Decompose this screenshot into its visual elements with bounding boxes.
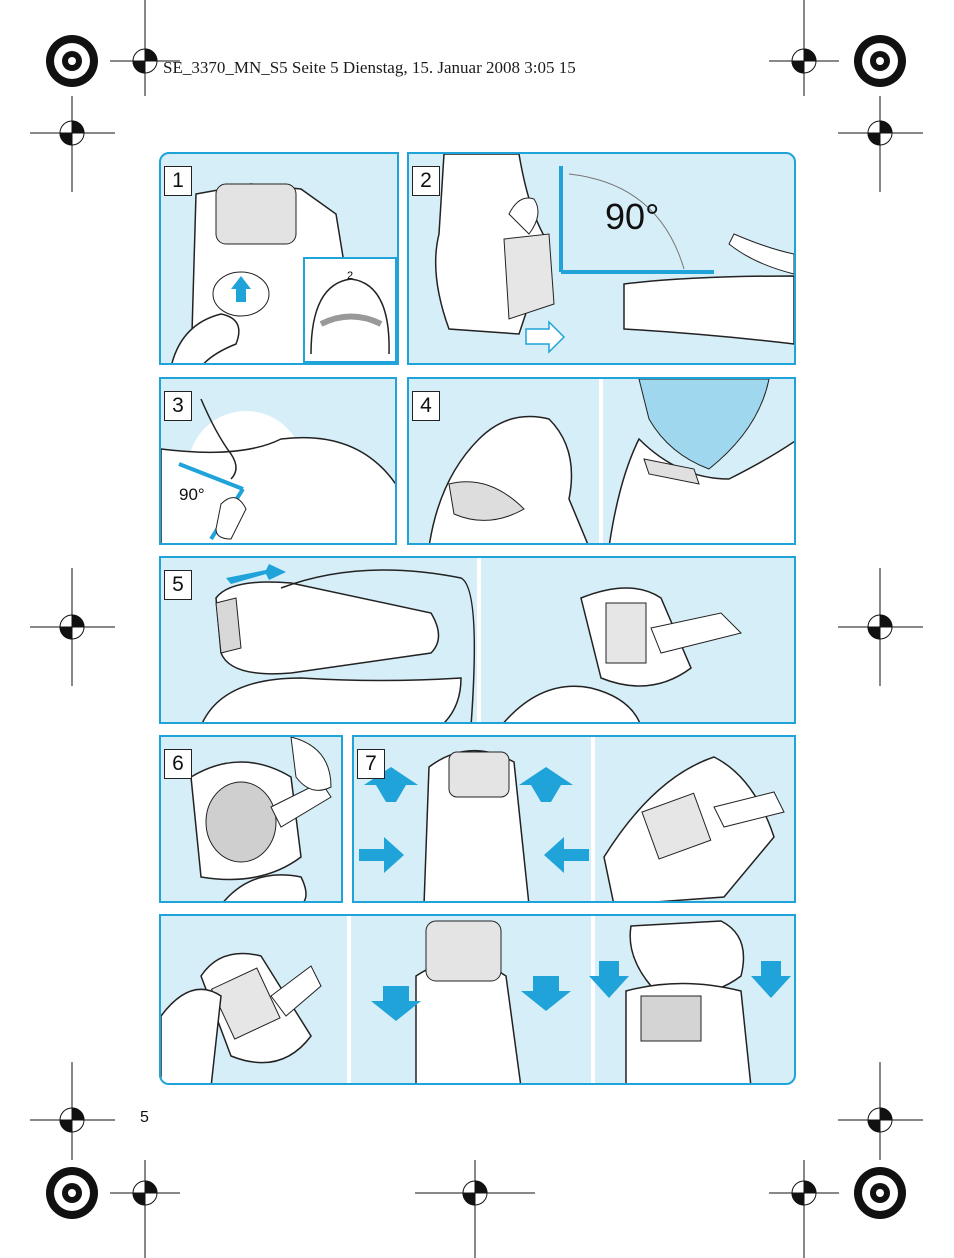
leg-epilation-illustration [161, 398, 395, 543]
face-and-bikini-illustration [409, 379, 794, 543]
crosshair-icon [769, 0, 839, 96]
angle-application-illustration [434, 154, 794, 354]
figure-5: 5 [159, 556, 796, 724]
star-wheel-icon [854, 1167, 906, 1219]
figure-8 [159, 914, 796, 1085]
crosshair-icon [838, 568, 923, 686]
figure-7: 7 [352, 735, 796, 903]
crosshair-icon [415, 1160, 535, 1258]
crosshair-icon [838, 96, 923, 192]
crosshair-icon [110, 1160, 180, 1258]
figure-6: 6 [159, 735, 343, 903]
star-wheel-icon [46, 35, 98, 87]
star-wheel-icon [854, 35, 906, 87]
figure-1: 2 1 [159, 152, 399, 365]
figure-number: 4 [412, 391, 440, 421]
crosshair-icon [30, 568, 115, 686]
figure-number: 3 [164, 391, 192, 421]
epilator-switch-illustration: 2 [171, 183, 397, 363]
page-number: 5 [140, 1109, 149, 1126]
crosshair-icon [769, 1160, 839, 1258]
crosshair-icon [110, 0, 180, 96]
figure-number: 2 [412, 166, 440, 196]
figure-number: 7 [357, 749, 385, 779]
figure-number: 1 [164, 166, 192, 196]
head-reattach-illustration [161, 916, 791, 1083]
running-head: SE_3370_MN_S5 Seite 5 Dienstag, 15. Janu… [163, 58, 576, 77]
star-wheel-icon [46, 1167, 98, 1219]
cap-removal-and-cleaning-illustration [202, 558, 742, 722]
crosshair-icon [30, 1062, 115, 1160]
brush-cleaning-illustration [190, 737, 332, 901]
crosshair-icon [30, 96, 115, 192]
figure-number: 6 [164, 749, 192, 779]
figure-4: 4 [407, 377, 796, 545]
angle-label: 90° [605, 196, 660, 237]
inset-dial-label: 2 [347, 270, 353, 282]
figure-3: 3 90° [159, 377, 397, 545]
figure-number: 5 [164, 570, 192, 600]
crosshair-icon [838, 1062, 923, 1160]
head-removal-illustration [359, 737, 785, 901]
figure-2: 2 90° [407, 152, 796, 365]
angle-label: 90° [179, 485, 205, 504]
